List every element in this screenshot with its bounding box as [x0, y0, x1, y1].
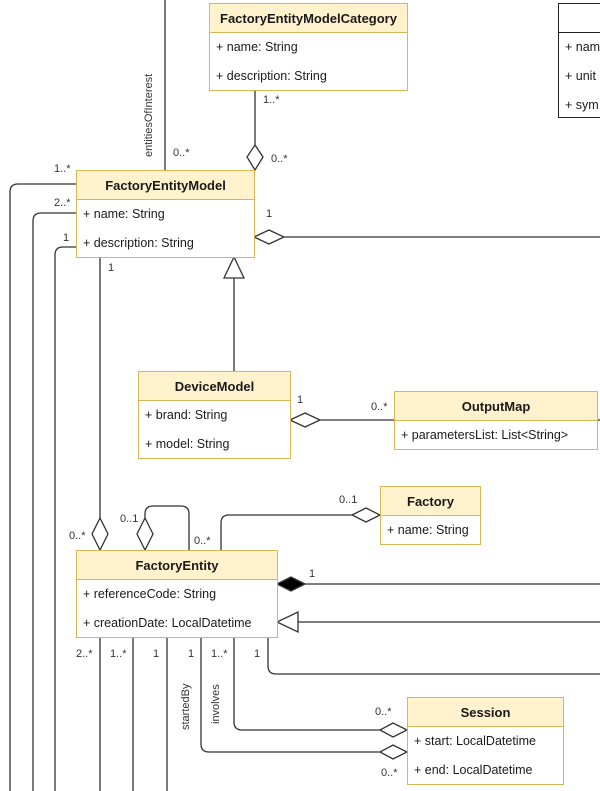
- aggregation-diamond-factory: [350, 507, 382, 523]
- class-unit-partial[interactable]: + nam + unit + sym: [558, 3, 600, 118]
- multiplicity: 0..*: [69, 530, 86, 542]
- multiplicity: 1: [63, 232, 70, 244]
- class-name: DeviceModel: [139, 372, 290, 401]
- class-attribute: + nam: [565, 40, 600, 54]
- edge-fe-self: [144, 505, 190, 550]
- class-attribute: + start: LocalDatetime: [414, 734, 536, 748]
- aggregation-diamond-session-1: [378, 722, 409, 738]
- multiplicity: 0..*: [271, 153, 288, 165]
- multiplicity: 0..*: [375, 706, 392, 718]
- multiplicity: 2..*: [54, 197, 71, 209]
- multiplicity: 1: [153, 648, 160, 660]
- class-session[interactable]: Session + start: LocalDatetime + end: Lo…: [407, 697, 564, 785]
- aggregation-diamond-device: [288, 412, 322, 428]
- composition-diamond: [275, 576, 307, 592]
- aggregation-diamond-fe-top: [91, 516, 109, 552]
- class-name: Factory: [381, 487, 480, 516]
- edge-involves: [233, 638, 380, 731]
- class-attribute: + name: String: [83, 207, 165, 221]
- multiplicity: 0..1: [120, 513, 139, 525]
- generalization-triangle-fem: [222, 255, 246, 279]
- multiplicity: 1: [297, 394, 304, 406]
- multiplicity: 2..*: [76, 648, 93, 660]
- multiplicity: 1: [254, 648, 261, 660]
- edge-fe-b6: [267, 638, 600, 675]
- multiplicity: 1..*: [211, 648, 228, 660]
- class-attribute: + description: String: [216, 69, 327, 83]
- role-label-involves: involves: [210, 684, 222, 724]
- edge-started-by: [200, 638, 380, 753]
- class-attribute: + unit: [565, 69, 596, 83]
- class-factory[interactable]: Factory + name: String: [380, 486, 481, 545]
- class-name: FactoryEntityModelCategory: [210, 4, 407, 33]
- multiplicity: 0..*: [371, 401, 388, 413]
- class-name: FactoryEntityModel: [77, 171, 254, 200]
- class-attribute: + brand: String: [145, 408, 228, 422]
- class-attribute: + creationDate: LocalDatetime: [83, 616, 252, 630]
- class-attribute: + parametersList: List<String>: [401, 428, 569, 442]
- class-attribute: + referenceCode: String: [83, 587, 217, 601]
- class-output-map[interactable]: OutputMap + parametersList: List<String>: [394, 391, 598, 450]
- multiplicity: 1: [309, 568, 316, 580]
- edge-fem-left-2: [32, 212, 76, 791]
- class-attribute: + name: String: [216, 40, 298, 54]
- class-attribute: + sym: [565, 98, 599, 112]
- role-label-started-by: startedBy: [180, 683, 192, 730]
- class-name: FactoryEntity: [77, 551, 277, 580]
- edge-fem-left-1: [9, 183, 76, 791]
- class-factory-entity-model-category[interactable]: FactoryEntityModelCategory + name: Strin…: [209, 3, 408, 91]
- class-name: [559, 4, 600, 33]
- aggregation-diamond-session-2: [378, 744, 409, 760]
- class-name: OutputMap: [395, 392, 597, 421]
- aggregation-diamond-category: [246, 143, 264, 172]
- aggregation-diamond-fem-right: [252, 229, 286, 245]
- generalization-triangle-fe: [275, 610, 299, 634]
- multiplicity: 1: [266, 208, 273, 220]
- multiplicity: 0..1: [339, 494, 358, 506]
- class-attribute: + end: LocalDatetime: [414, 763, 533, 777]
- multiplicity: 0..*: [381, 767, 398, 779]
- multiplicity: 0..*: [173, 147, 190, 159]
- aggregation-diamond-fe-self: [136, 516, 154, 552]
- class-device-model[interactable]: DeviceModel + brand: String + model: Str…: [138, 371, 291, 459]
- role-label-entities-of-interest: entitiesOfInterest: [143, 73, 155, 157]
- edge-fe-factory: [220, 514, 352, 550]
- multiplicity: 0..*: [194, 535, 211, 547]
- class-name: Session: [408, 698, 563, 727]
- multiplicity: 1..*: [110, 648, 127, 660]
- multiplicity: 1: [108, 262, 115, 274]
- class-factory-entity-model[interactable]: FactoryEntityModel + name: String + desc…: [76, 170, 255, 258]
- class-attribute: + name: String: [387, 523, 469, 537]
- class-attribute: + description: String: [83, 236, 194, 250]
- multiplicity: 1..*: [263, 94, 280, 106]
- multiplicity: 1..*: [54, 163, 71, 175]
- multiplicity: 1: [188, 648, 195, 660]
- edge-fem-left-3: [54, 246, 76, 791]
- class-factory-entity[interactable]: FactoryEntity + referenceCode: String + …: [76, 550, 278, 638]
- class-attribute: + model: String: [145, 437, 230, 451]
